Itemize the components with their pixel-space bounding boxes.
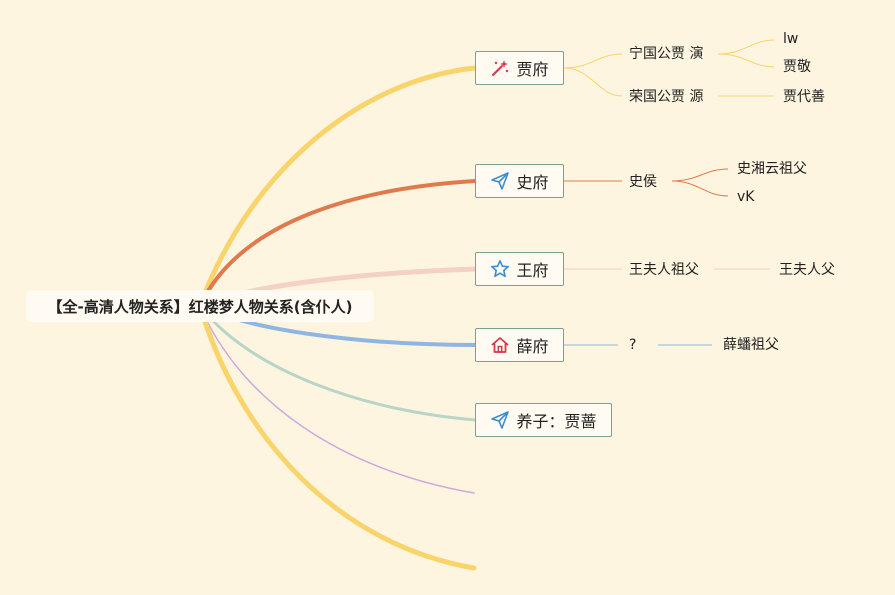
paper-plane-icon xyxy=(490,171,510,191)
node-xuepan-grandfather[interactable]: 薛蟠祖父 xyxy=(723,337,779,353)
paper-plane-icon xyxy=(490,410,510,430)
star-icon xyxy=(490,259,510,279)
node-lw[interactable]: lw xyxy=(783,31,799,47)
branch-node-wang[interactable]: 王府 xyxy=(475,252,564,286)
jia-line-lw xyxy=(717,39,775,55)
branch-line-empty-yellow xyxy=(197,303,477,571)
shi-line-vk xyxy=(671,180,729,197)
branch-line-jia xyxy=(197,65,478,309)
node-rongguo[interactable]: 荣国公贾 源 xyxy=(629,89,704,105)
branch-label: 史府 xyxy=(516,173,549,192)
root-topic[interactable]: 【全-高清人物关系】红楼梦人物关系(含仆人) xyxy=(26,290,374,322)
branch-label: 薛府 xyxy=(516,337,549,356)
branch-node-shi[interactable]: 史府 xyxy=(475,164,564,198)
node-wang-father[interactable]: 王夫人父 xyxy=(779,262,835,278)
branch-node-xue[interactable]: 薛府 xyxy=(475,328,564,362)
branch-label: 养子：贾蔷 xyxy=(516,412,597,431)
branch-line-shi xyxy=(198,179,477,308)
branch-label: 贾府 xyxy=(516,60,549,79)
branch-node-adopted-son[interactable]: 养子：贾蔷 xyxy=(475,403,612,437)
node-vk[interactable]: vK xyxy=(737,189,755,205)
branch-label: 王府 xyxy=(516,261,549,280)
node-jiajing[interactable]: 贾敬 xyxy=(783,59,811,75)
node-ningguo[interactable]: 宁国公贾 演 xyxy=(629,46,704,62)
branch-line-empty-purple xyxy=(199,305,475,494)
magic-wand-icon xyxy=(490,58,510,78)
node-wang-grandfather[interactable]: 王夫人祖父 xyxy=(629,262,699,278)
node-shihou[interactable]: 史侯 xyxy=(629,174,657,190)
branch-node-jia[interactable]: 贾府 xyxy=(475,51,564,85)
jia-line-rongguo xyxy=(563,67,623,97)
node-jiadaishan[interactable]: 贾代善 xyxy=(783,89,825,105)
node-xue-unknown[interactable]: ? xyxy=(629,337,637,353)
house-icon xyxy=(490,335,510,355)
jia-line-ningguo xyxy=(563,53,623,69)
node-xiangyun-grandfather[interactable]: 史湘云祖父 xyxy=(737,161,807,177)
shi-line-xiangyun xyxy=(671,168,729,182)
jia-line-jiajing xyxy=(717,53,775,68)
branch-line-adopted xyxy=(198,304,477,422)
